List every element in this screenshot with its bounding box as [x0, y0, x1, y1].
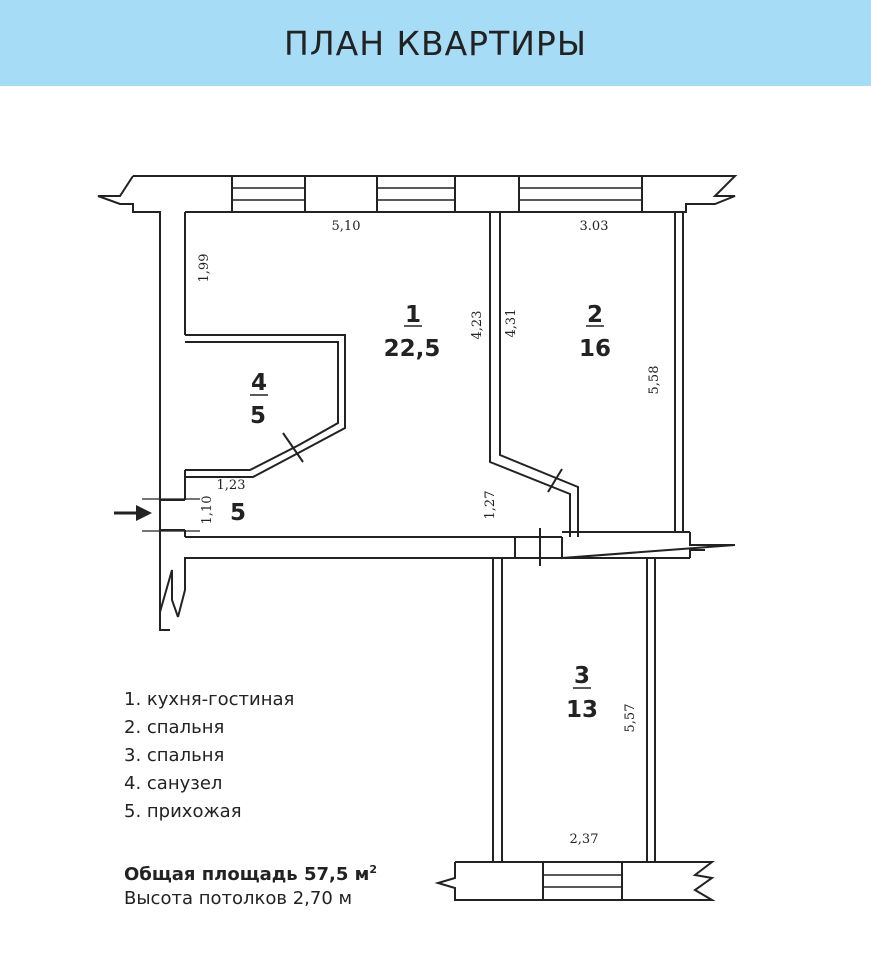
legend-item: 1. кухня-гостиная [124, 689, 295, 710]
window-top-2 [377, 187, 455, 201]
window-top-1 [232, 187, 305, 201]
bathroom-walls [185, 334, 346, 478]
room-4-label: 4 5 [250, 370, 268, 429]
svg-text:13: 13 [566, 697, 598, 723]
dim-1-99: 1,99 [197, 254, 212, 283]
header-bar: ПЛАН КВАРТИРЫ [0, 0, 871, 86]
partition-room1-room2 [489, 212, 579, 537]
dim-1-23: 1,23 [217, 478, 246, 493]
legend-item: 2. спальня [124, 717, 225, 738]
total-area-label: Общая площадь 57,5 м [124, 864, 370, 885]
svg-text:3: 3 [574, 663, 590, 689]
ceiling-height: Высота потолков 2,70 м [124, 888, 353, 909]
svg-text:22,5: 22,5 [384, 336, 441, 362]
dim-3-03: 3.03 [580, 219, 609, 234]
entrance-arrow-icon [114, 505, 152, 521]
area-unit-superscript: 2 [369, 863, 378, 876]
bottom-exterior-wall [434, 861, 716, 901]
svg-text:1: 1 [405, 302, 421, 328]
dim-4-31: 4,31 [504, 309, 519, 338]
dim-5-57: 5,57 [623, 704, 638, 733]
entrance-marker [142, 498, 200, 532]
legend-item: 5. прихожая [124, 801, 242, 822]
room-legend: 1. кухня-гостиная 2. спальня 3. спальня … [124, 686, 294, 826]
page-title: ПЛАН КВАРТИРЫ [284, 23, 587, 63]
room3-walls [492, 558, 656, 862]
room-3-label: 3 13 [566, 663, 598, 723]
room-5-label: 5 [230, 500, 246, 526]
svg-text:16: 16 [579, 336, 611, 362]
dim-5-10: 5,10 [332, 219, 361, 234]
legend-item: 3. спальня [124, 745, 225, 766]
dim-2-37: 2,37 [570, 832, 599, 847]
totals: Общая площадь 57,5 м2 Высота потолков 2,… [124, 855, 377, 913]
window-top-3 [519, 187, 642, 201]
svg-text:5: 5 [250, 403, 266, 429]
svg-text:5: 5 [230, 500, 246, 526]
svg-text:4: 4 [251, 370, 267, 396]
dim-4-23: 4,23 [470, 311, 485, 340]
room-2-label: 2 16 [579, 302, 611, 362]
legend-item: 4. санузел [124, 773, 223, 794]
dim-5-58: 5,58 [647, 366, 662, 395]
dim-1-27: 1,27 [483, 491, 498, 520]
total-area: Общая площадь 57,5 м2 [124, 855, 378, 885]
room-1-label: 1 22,5 [384, 302, 441, 362]
left-exterior-wall [159, 212, 186, 618]
svg-text:2: 2 [587, 302, 603, 328]
dim-1-10: 1,10 [200, 496, 215, 525]
window-bottom [543, 874, 622, 888]
right-exterior-wall [674, 212, 684, 532]
middle-wall [185, 528, 736, 566]
top-exterior-wall [97, 175, 738, 631]
